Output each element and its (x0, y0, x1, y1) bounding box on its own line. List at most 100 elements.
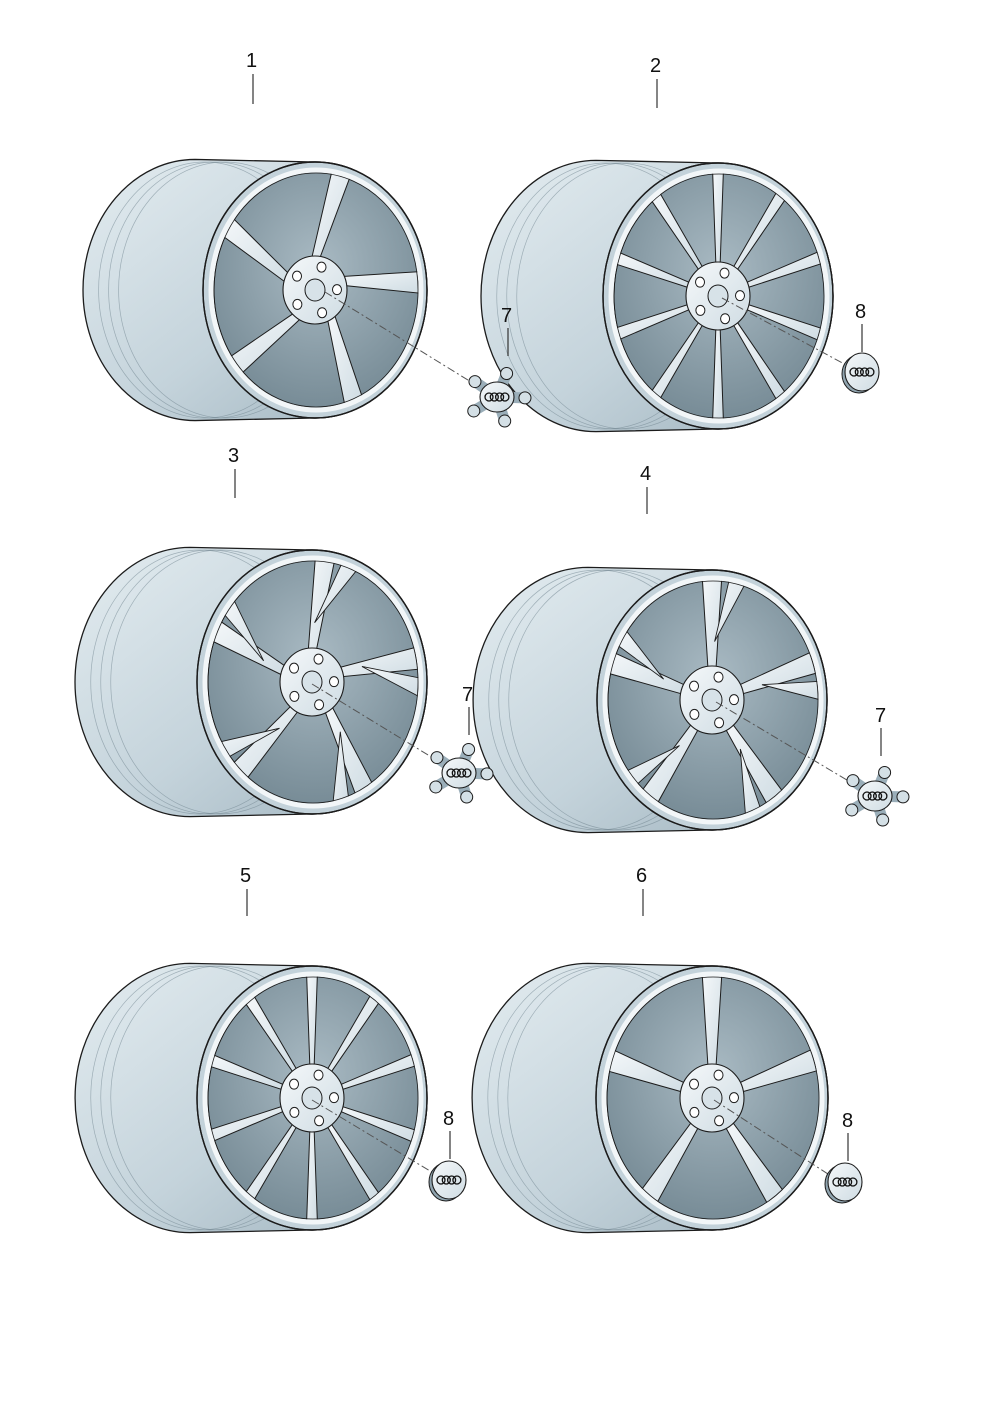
callout-cap-8a: 8 (855, 301, 866, 323)
callout-wheel-3: 3 (228, 445, 239, 467)
centre-bore (701, 1086, 723, 1110)
bolt-hole (317, 307, 328, 319)
cap-arm-tip (480, 767, 494, 781)
bolt-hole (720, 313, 731, 325)
bolt-hole (695, 304, 706, 316)
rim-lip (196, 549, 428, 815)
round-hub-cap (713, 1099, 863, 1204)
bolt-hole (689, 1106, 700, 1118)
spokes (614, 171, 822, 421)
cap-centre (441, 757, 477, 789)
cap-face (827, 1162, 863, 1202)
rings-logo-icon (489, 392, 499, 402)
rings-logo-icon (848, 1177, 858, 1187)
rim-lip (596, 569, 828, 831)
rim-flange (202, 555, 424, 809)
rings-logo-icon (878, 791, 888, 801)
star-hub-cap (715, 701, 910, 827)
bolt-hole (328, 1092, 339, 1104)
callout-wheel-2: 2 (650, 55, 661, 77)
centre-line (721, 297, 849, 367)
rim-flange (608, 168, 830, 424)
rim-flange (202, 971, 424, 1225)
bolt-hole (289, 690, 300, 702)
bolt-hole (734, 290, 745, 302)
bolt-hole (719, 267, 730, 279)
rim-flange (602, 575, 824, 825)
cap-arm-tip (878, 766, 892, 780)
rim-lip (196, 965, 428, 1231)
rings-logo-icon (837, 1177, 847, 1187)
spokes (606, 975, 818, 1205)
cap-arm-tip (518, 391, 532, 405)
rim-flange (601, 971, 825, 1225)
rim-flange-edge (606, 976, 820, 1220)
rim-lip (602, 162, 834, 430)
callout-wheel-4: 4 (640, 463, 651, 485)
star-hub-cap (311, 683, 494, 804)
centre-line (311, 683, 452, 770)
centre-bore (701, 688, 723, 712)
cap-arm-tip (845, 803, 859, 817)
rings-logo-icon (867, 791, 877, 801)
centre-line (715, 701, 868, 793)
rings-logo-icon (456, 768, 467, 778)
bolt-hole (689, 708, 700, 720)
bolt-hole (289, 1106, 300, 1118)
bolt-hole (289, 1078, 300, 1090)
rings-logo-icon (500, 392, 510, 402)
bolt-hole (313, 1069, 324, 1081)
rings-logo-icon (865, 367, 875, 377)
bolt-hole (689, 1078, 700, 1090)
bolt-hole (289, 662, 300, 674)
rings-logo-icon (872, 791, 883, 801)
bolt-hole (695, 276, 706, 288)
cap-arm-tip (500, 367, 514, 381)
centre-bore (707, 284, 729, 308)
bolt-hole (728, 694, 739, 706)
bolt-hole (328, 676, 339, 688)
rim-flange-edge (213, 172, 419, 408)
rings-logo-icon (849, 367, 859, 377)
bolt-hole (316, 261, 327, 273)
rings-logo-icon (446, 768, 456, 778)
callout-cap-7b: 7 (462, 684, 473, 706)
cap-arm-tip (896, 790, 910, 804)
rim-lip (202, 161, 428, 419)
centre-line (324, 291, 490, 394)
callout-wheel-1: 1 (246, 50, 257, 72)
bolt-hole (713, 671, 724, 683)
alloy-wheel-4 (472, 566, 828, 834)
rings-logo-icon (446, 1175, 457, 1185)
rings-logo-icon (862, 791, 872, 801)
hub-caps-layer (311, 291, 910, 1204)
callout-wheel-5: 5 (240, 865, 251, 887)
rings-logo-icon (859, 367, 870, 377)
cap-arm-tip (498, 414, 512, 428)
centre-bore (301, 670, 323, 694)
bolt-hole (292, 298, 303, 310)
bolt-hole (314, 1115, 325, 1127)
alloy-wheel-2 (480, 159, 834, 433)
star-hub-cap (324, 291, 532, 428)
rim-flange (208, 167, 424, 413)
spokes (210, 558, 420, 803)
centre-line (311, 1099, 436, 1175)
rings-logo-icon (451, 768, 461, 778)
callout-wheel-6: 6 (636, 865, 647, 887)
rim-flange-edge (207, 560, 419, 804)
cap-arm-tip (468, 375, 482, 389)
alloy-wheel-1 (82, 158, 428, 422)
callout-cap-8c: 8 (842, 1110, 853, 1132)
rings-logo-icon (441, 1175, 451, 1185)
centre-line (713, 1099, 832, 1177)
cap-arm-tip (462, 743, 476, 757)
alloy-wheel-5 (74, 962, 428, 1234)
cap-arm-tip (460, 790, 474, 804)
callout-cap-7a: 7 (501, 305, 512, 327)
callouts: 1 2 3 4 5 6 7 8 7 7 8 8 (228, 50, 886, 1161)
bolt-hole (713, 1069, 724, 1081)
cap-face (431, 1160, 467, 1200)
rings-logo-icon (832, 1177, 842, 1187)
